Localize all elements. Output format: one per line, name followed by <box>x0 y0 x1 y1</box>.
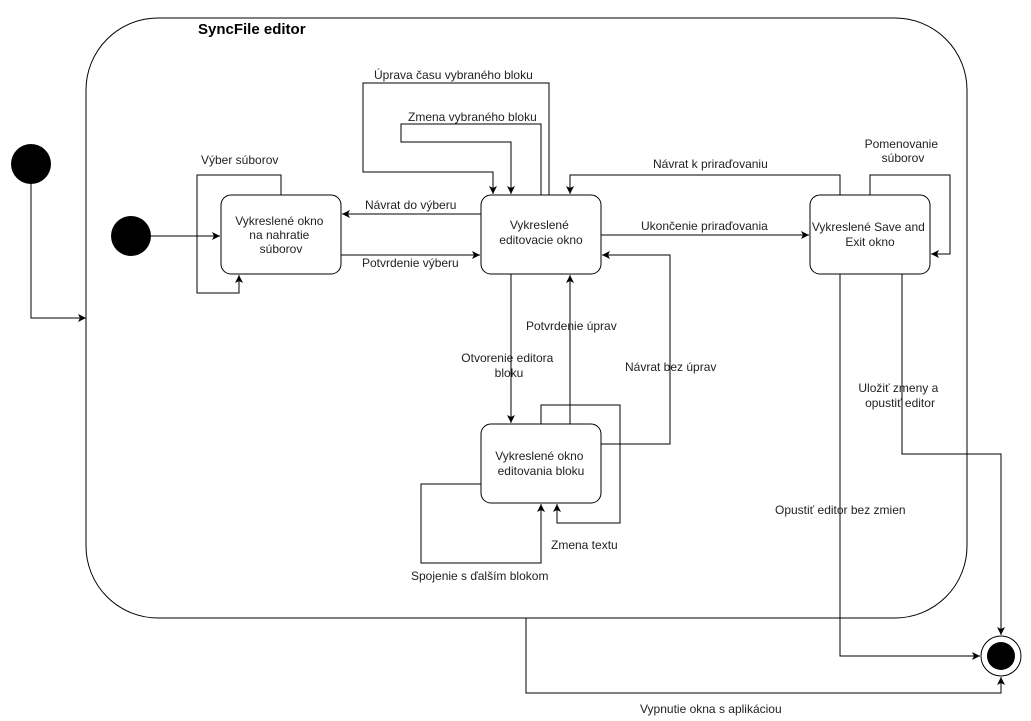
label-back-no-edits: Návrat bez úprav <box>625 360 716 374</box>
label-close-window: Vypnutie okna s aplikáciou <box>640 702 782 716</box>
label-change-text: Zmena textu <box>551 538 618 552</box>
edge-naming <box>869 174 951 258</box>
label-file-select: Výber súborov <box>201 153 278 167</box>
edge-save-exit <box>901 274 1005 635</box>
syncfile-editor-container <box>85 17 968 619</box>
edge-close-window <box>525 618 1005 694</box>
edge-back-no-edits <box>601 251 671 445</box>
edge-file-select <box>196 174 282 294</box>
edge-merge-block <box>420 483 545 564</box>
label-confirm-select: Potvrdenie výberu <box>362 256 459 270</box>
state-save-exit-label: Vykreslené Save and Exit okno <box>812 220 928 249</box>
edge-back-to-assign <box>566 174 841 195</box>
state-editor-label: Vykreslené editovacie okno <box>499 218 583 247</box>
outer-initial-node <box>11 144 51 184</box>
state-upload-label: Vykreslené okno na nahratie súborov <box>235 214 327 256</box>
edge-change-text <box>540 404 621 524</box>
label-edit-time: Úprava času vybraného bloku <box>374 67 533 82</box>
label-naming: Pomenovanie súborov <box>865 137 942 165</box>
label-open-block-editor: Otvorenie editora bloku <box>461 351 556 380</box>
edge-edit-time <box>362 82 550 195</box>
label-finish-assign: Ukončenie priraďovania <box>641 219 768 233</box>
label-save-exit: Uložiť zmeny a opustiť editor <box>858 381 941 410</box>
label-exit-no-save: Opustiť editor bez zmien <box>775 503 906 517</box>
label-change-block: Zmena vybraného bloku <box>408 110 537 124</box>
container-title: SyncFile editor <box>198 21 306 38</box>
state-block-editor-label: Vykreslené okno editovania bloku <box>495 449 587 478</box>
label-confirm-edits: Potvrdenie úprav <box>526 319 617 333</box>
outer-initial-edge <box>30 184 86 322</box>
label-back-to-select: Návrat do výberu <box>365 198 456 212</box>
edge-change-block <box>400 123 542 195</box>
edge-exit-no-save <box>839 274 980 660</box>
inner-initial-node <box>111 216 151 256</box>
label-back-to-assign: Návrat k priraďovaniu <box>653 157 768 171</box>
final-node-core <box>987 642 1015 670</box>
label-merge-block: Spojenie s ďalším blokom <box>411 569 548 583</box>
